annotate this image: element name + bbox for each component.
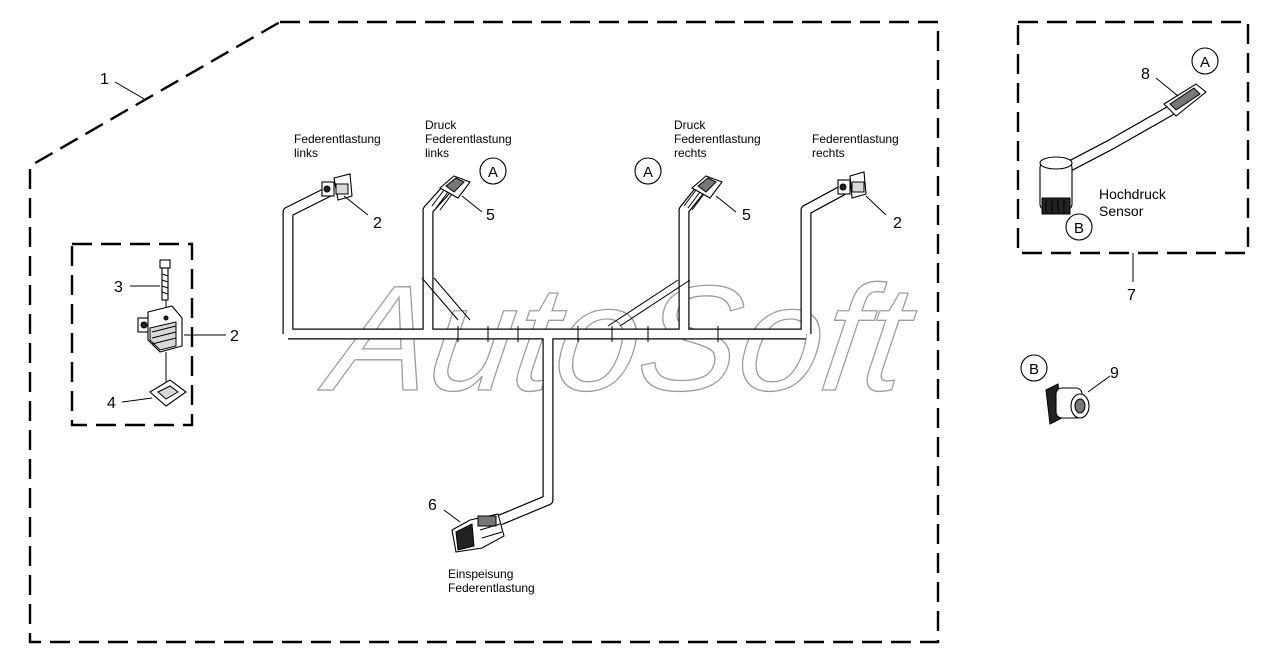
callout-3: 3 bbox=[114, 279, 123, 296]
svg-text:B: B bbox=[1029, 361, 1039, 378]
callout-2-inset: 2 bbox=[230, 328, 239, 345]
ref-circle-b-sensor: B bbox=[1065, 213, 1093, 241]
callout-5-right: 5 bbox=[742, 207, 751, 224]
label-druck-links: Druck Federentlastung links bbox=[425, 118, 515, 160]
ref-circle-a-right: A bbox=[634, 157, 662, 185]
supply-connector bbox=[451, 513, 505, 553]
callout-4: 4 bbox=[107, 395, 116, 412]
callout-9: 9 bbox=[1110, 365, 1119, 382]
ref-circle-b-fitting: B bbox=[1020, 354, 1048, 382]
fitting-part bbox=[1045, 383, 1090, 425]
callout-6: 6 bbox=[428, 497, 437, 514]
ref-circle-a-sensor: A bbox=[1191, 47, 1219, 75]
label-einspeisung: Einspeisung Federentlastung bbox=[448, 567, 535, 595]
callout-2-right: 2 bbox=[893, 215, 902, 232]
wiring-harness bbox=[282, 185, 846, 526]
callout-5-left: 5 bbox=[486, 207, 495, 224]
label-sensor: Hochdruck Sensor bbox=[1099, 186, 1170, 219]
seal-part bbox=[149, 379, 187, 407]
pressure-sensor-part bbox=[1039, 83, 1207, 215]
pressure-right-connector bbox=[683, 175, 723, 211]
svg-text:A: A bbox=[1200, 54, 1210, 71]
valve-connector-part bbox=[137, 305, 183, 353]
spring-relief-left-connector bbox=[321, 173, 353, 201]
label-fed-rechts: Federentlastung rechts bbox=[812, 132, 902, 160]
ref-circle-a-left: A bbox=[479, 157, 507, 185]
pressure-left-connector bbox=[431, 175, 471, 211]
svg-text:B: B bbox=[1074, 220, 1084, 237]
callout-7: 7 bbox=[1127, 287, 1136, 304]
svg-text:A: A bbox=[643, 164, 653, 181]
leader-lines bbox=[114, 77, 1179, 523]
callout-1: 1 bbox=[100, 71, 109, 88]
screw-part bbox=[159, 259, 171, 301]
label-fed-links: Federentlastung links bbox=[294, 132, 384, 160]
label-druck-rechts: Druck Federentlastung rechts bbox=[674, 118, 764, 160]
spring-relief-right-connector bbox=[837, 171, 867, 199]
main-kit-boundary bbox=[28, 20, 940, 644]
callout-8: 8 bbox=[1141, 66, 1150, 83]
svg-text:A: A bbox=[488, 164, 498, 181]
callout-2-left: 2 bbox=[373, 215, 382, 232]
